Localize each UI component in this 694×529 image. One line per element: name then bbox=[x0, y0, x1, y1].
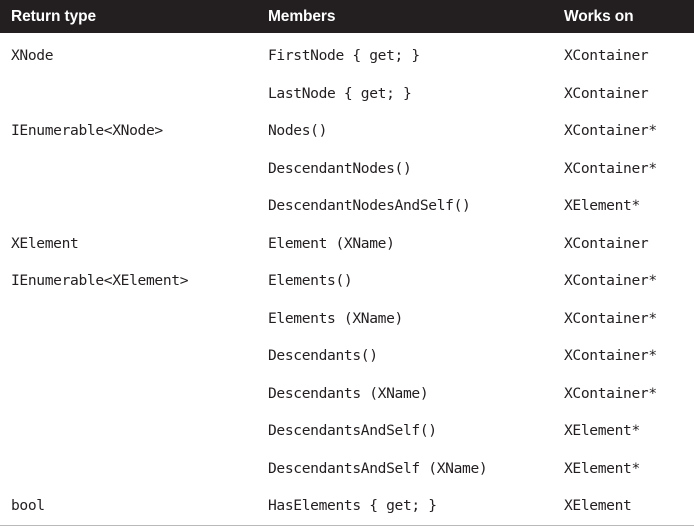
cell-return-type bbox=[0, 150, 256, 188]
cell-return-type: IEnumerable<XNode> bbox=[11, 122, 163, 139]
cell-return-type bbox=[0, 450, 256, 488]
cell-members: HasElements { get; } bbox=[256, 487, 560, 526]
cell-works-on: XContainer bbox=[564, 47, 649, 64]
cell-return-type bbox=[0, 412, 256, 450]
cell-members: DescendantsAndSelf() bbox=[268, 422, 437, 439]
cell-return-type bbox=[0, 375, 256, 413]
cell-works-on: XContainer* bbox=[564, 384, 657, 402]
table-row: IEnumerable<XNode> Nodes() XContainer* bbox=[0, 112, 694, 150]
cell-members: Descendants() bbox=[268, 347, 378, 364]
table-row: IEnumerable<XElement> Elements() XContaine… bbox=[0, 262, 694, 300]
cell-return-type bbox=[0, 300, 256, 338]
table-row: DescendantNodesAndSelf() XElement* bbox=[0, 187, 694, 225]
table-row: DescendantsAndSelf() XElement* bbox=[0, 412, 694, 450]
table-row: Descendants (XName) XContainer* bbox=[0, 375, 694, 413]
cell-return-type: IEnumerable<XElement> bbox=[11, 272, 189, 289]
cell-works-on: XContainer* bbox=[564, 159, 657, 177]
cell-members: Elements() bbox=[268, 272, 353, 289]
table-row: DescendantsAndSelf (XName) XElement* bbox=[0, 450, 694, 488]
cell-works-on: XElement* bbox=[564, 422, 640, 439]
cell-members: LastNode { get; } bbox=[268, 84, 412, 102]
cell-works-on: XContainer bbox=[564, 84, 649, 102]
cell-return-type: bool bbox=[0, 487, 256, 526]
table-row: LastNode { get; } XContainer bbox=[0, 75, 694, 113]
table-header-row: Return type Members Works on bbox=[0, 0, 694, 33]
cell-works-on: XElement bbox=[560, 487, 694, 526]
cell-works-on: XContainer* bbox=[564, 272, 657, 289]
cell-members: DescendantsAndSelf (XName) bbox=[268, 459, 488, 477]
column-header-return-type: Return type bbox=[11, 8, 97, 25]
table-row: Elements (XName) XContainer* bbox=[0, 300, 694, 338]
cell-return-type bbox=[0, 187, 256, 225]
cell-return-type bbox=[0, 337, 256, 375]
cell-members: Elements (XName) bbox=[268, 309, 403, 327]
cell-members: Descendants (XName) bbox=[268, 384, 429, 402]
table-row: XElement Element (XName) XContainer bbox=[0, 225, 694, 263]
cell-members: Element (XName) bbox=[268, 234, 395, 252]
table-row: DescendantNodes() XContainer* bbox=[0, 150, 694, 188]
column-header-members: Members bbox=[268, 8, 336, 25]
cell-works-on: XContainer* bbox=[564, 122, 657, 139]
cell-works-on: XContainer* bbox=[564, 347, 657, 364]
cell-works-on: XContainer bbox=[564, 234, 649, 252]
cell-members: FirstNode { get; } bbox=[268, 47, 420, 64]
cell-works-on: XElement* bbox=[564, 197, 640, 214]
cell-members: Nodes() bbox=[268, 122, 328, 139]
cell-members: DescendantNodesAndSelf() bbox=[268, 197, 471, 214]
table-row: Descendants() XContainer* bbox=[0, 337, 694, 375]
table-header: Return type Members Works on bbox=[0, 0, 694, 33]
column-header-works-on: Works on bbox=[564, 8, 634, 25]
cell-return-type: XNode bbox=[11, 47, 54, 64]
cell-return-type: XElement bbox=[11, 234, 79, 252]
table-row: XNode FirstNode { get; } XContainer bbox=[0, 33, 694, 75]
cell-return-type bbox=[0, 75, 256, 113]
cell-members: DescendantNodes() bbox=[268, 159, 412, 177]
cell-works-on: XContainer* bbox=[564, 309, 657, 327]
cell-works-on: XElement* bbox=[564, 459, 640, 477]
